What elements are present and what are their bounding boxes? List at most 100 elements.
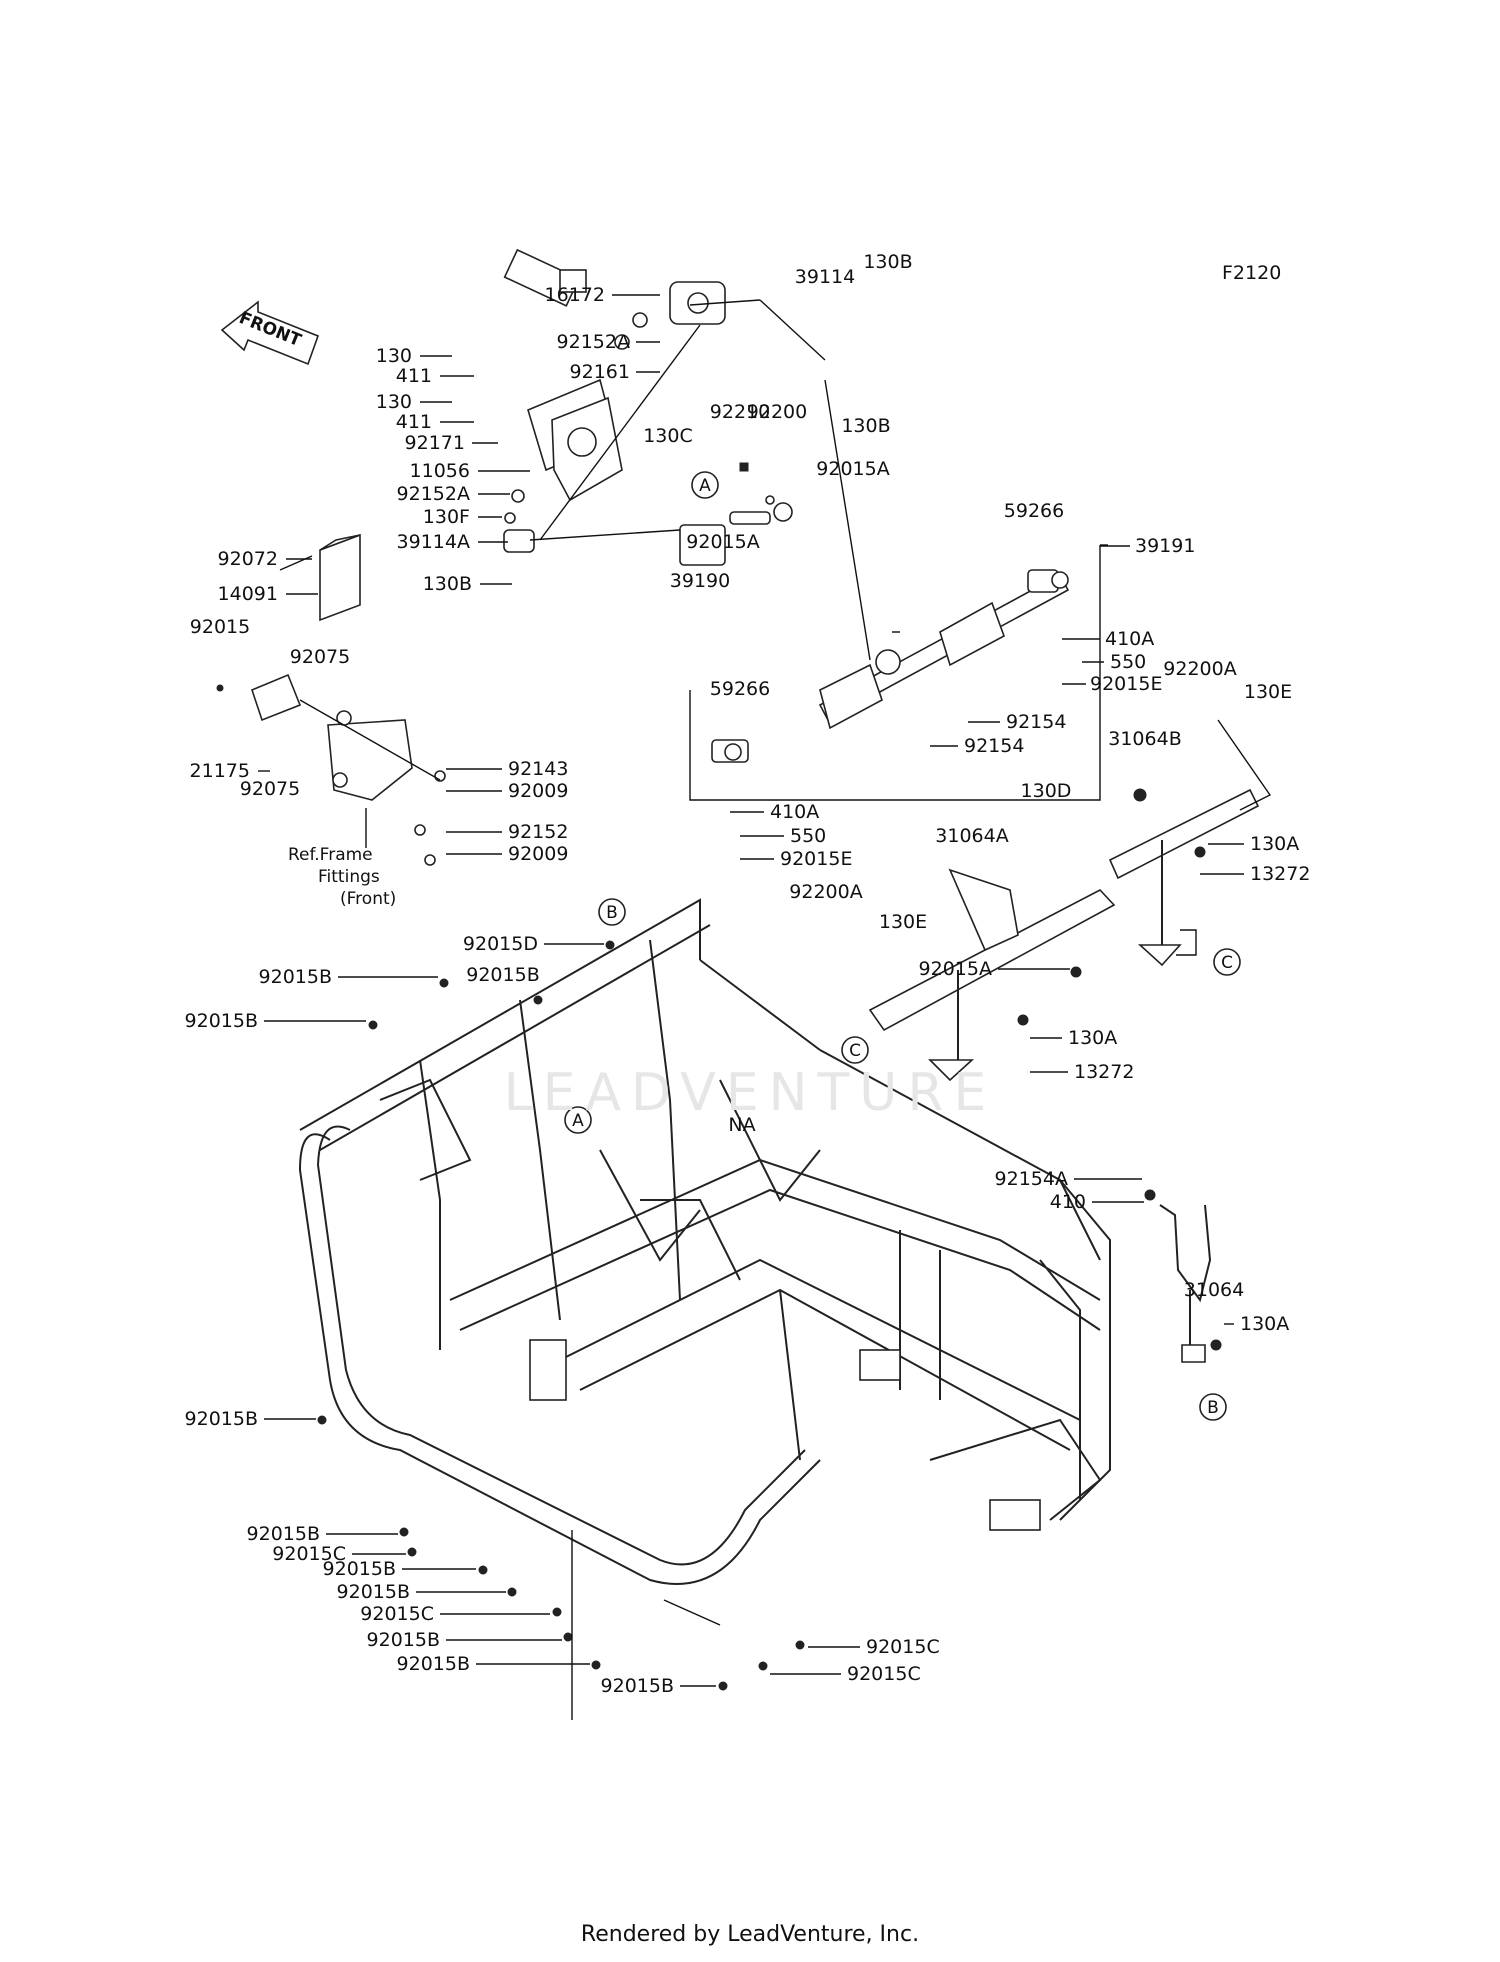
- part-label-92015c: 92015C: [272, 1543, 346, 1565]
- svg-text:Ref.Frame: Ref.Frame: [288, 845, 373, 865]
- part-label-130c: 130C: [643, 425, 693, 447]
- part-label-92015b: 92015B: [185, 1010, 258, 1032]
- part-label-411: 411: [396, 411, 432, 433]
- part-label-92154: 92154: [1006, 711, 1066, 733]
- part-label-92200a: 92200A: [1163, 658, 1236, 680]
- part-label-13272: 13272: [1250, 863, 1310, 885]
- part-label-92075: 92075: [240, 778, 300, 800]
- side-brace: [1144, 1189, 1222, 1363]
- part-label-14091: 14091: [218, 583, 278, 605]
- svg-text:A: A: [572, 1111, 584, 1131]
- steering-rack: [689, 379, 1108, 801]
- part-label-550: 550: [1110, 651, 1146, 673]
- svg-text:C: C: [1221, 953, 1233, 973]
- part-label-130a: 130A: [1240, 1313, 1289, 1335]
- part-label-31064: 31064: [1184, 1279, 1244, 1301]
- part-label-92200: 92200: [747, 401, 807, 423]
- front-arrow-icon: FRONT: [220, 300, 320, 366]
- part-label-130b: 130B: [423, 573, 472, 595]
- part-label-92015b: 92015B: [259, 966, 332, 988]
- part-label-92009: 92009: [508, 843, 568, 865]
- ref-frame-note: Ref.Frame Fittings (Front): [288, 808, 396, 909]
- part-label-92015a: 92015A: [816, 458, 889, 480]
- part-label-21175: 21175: [190, 760, 250, 782]
- part-label-92015c: 92015C: [847, 1663, 921, 1685]
- part-label-92015a: 92015A: [686, 531, 759, 553]
- part-label-130a: 130A: [1250, 833, 1299, 855]
- footer-credit: Rendered by LeadVenture, Inc.: [580, 1922, 920, 1947]
- part-label-92200a: 92200A: [789, 881, 862, 903]
- part-label-59266: 59266: [710, 678, 770, 700]
- main-frame: [298, 898, 1111, 1585]
- part-label-550: 550: [790, 825, 826, 847]
- part-label-410a: 410A: [1105, 628, 1154, 650]
- part-label-59266: 59266: [1004, 500, 1064, 522]
- svg-text:B: B: [606, 903, 618, 923]
- part-label-92015b: 92015B: [323, 1558, 396, 1580]
- part-label-92015b: 92015B: [247, 1523, 320, 1545]
- part-label-410: 410: [1050, 1191, 1086, 1213]
- part-label-130b: 130B: [841, 415, 890, 437]
- part-label-92015c: 92015C: [866, 1636, 940, 1658]
- part-label-92015e: 92015E: [1090, 673, 1162, 695]
- callout-a-frame: A: [564, 1106, 592, 1134]
- part-label-92015d: 92015D: [463, 933, 538, 955]
- part-label-92152a: 92152A: [397, 483, 470, 505]
- part-label-92015b: 92015B: [367, 1629, 440, 1651]
- part-label-92015a: 92015A: [919, 958, 992, 980]
- part-label-39114: 39114: [795, 266, 855, 288]
- part-label-130e: 130E: [1244, 681, 1292, 703]
- fastener-group: [317, 940, 805, 1720]
- part-label-130e: 130E: [879, 911, 927, 933]
- part-label-130b: 130B: [863, 251, 912, 273]
- part-label-92075: 92075: [290, 646, 350, 668]
- diagram-code: F2120: [1222, 262, 1282, 284]
- svg-text:C: C: [849, 1041, 861, 1061]
- part-label-92015e: 92015E: [780, 848, 852, 870]
- relay-bracket: [216, 673, 446, 866]
- part-label-92015b: 92015B: [185, 1408, 258, 1430]
- watermark-text: LEADVENTURE: [504, 1063, 997, 1123]
- part-label-130f: 130F: [423, 506, 470, 528]
- part-label-16172: 16172: [545, 284, 605, 306]
- part-label-31064b: 31064B: [1108, 728, 1181, 750]
- part-label-39190: 39190: [670, 570, 730, 592]
- part-labels: 1617292152A92161130411130411921711105692…: [185, 251, 1311, 1697]
- part-label-92152: 92152: [508, 821, 568, 843]
- part-label-92009: 92009: [508, 780, 568, 802]
- part-label-92015b: 92015B: [397, 1653, 470, 1675]
- part-label-410a: 410A: [770, 801, 819, 823]
- part-label-411: 411: [396, 365, 432, 387]
- svg-text:Fittings: Fittings: [318, 867, 380, 887]
- part-label-130d: 130D: [1021, 780, 1072, 802]
- part-label-92152a: 92152A: [557, 331, 630, 353]
- part-label-130a: 130A: [1068, 1027, 1117, 1049]
- part-label-92210: 92210: [710, 401, 770, 423]
- part-label-13272: 13272: [1074, 1061, 1134, 1083]
- part-label-92015b: 92015B: [601, 1675, 674, 1697]
- part-label-130: 130: [376, 345, 412, 367]
- part-label-31064a: 31064A: [935, 825, 1008, 847]
- svg-text:A: A: [699, 476, 711, 496]
- part-label-92015c: 92015C: [360, 1603, 434, 1625]
- part-label-92072: 92072: [218, 548, 278, 570]
- tie-rod-assembly: [529, 462, 793, 566]
- part-label-11056: 11056: [410, 460, 470, 482]
- part-label-92143: 92143: [508, 758, 568, 780]
- part-label-92154: 92154: [964, 735, 1024, 757]
- callout-b-frame: B: [598, 898, 626, 926]
- part-label-92171: 92171: [405, 432, 465, 454]
- part-label-92154a: 92154A: [995, 1168, 1068, 1190]
- part-label-92161: 92161: [570, 361, 630, 383]
- part-label-92015: 92015: [190, 616, 250, 638]
- cross-brace-assembly: [868, 719, 1272, 1082]
- part-label-92015b: 92015B: [466, 964, 539, 986]
- part-label-39191: 39191: [1135, 535, 1195, 557]
- callout-a-top: A: [691, 471, 719, 499]
- callout-b-brace: B: [1199, 1393, 1227, 1421]
- steering-motor-assembly: [503, 248, 826, 553]
- part-label-na: NA: [728, 1114, 755, 1136]
- part-label-92015b: 92015B: [337, 1581, 410, 1603]
- callout-c-frame: C: [841, 1036, 869, 1064]
